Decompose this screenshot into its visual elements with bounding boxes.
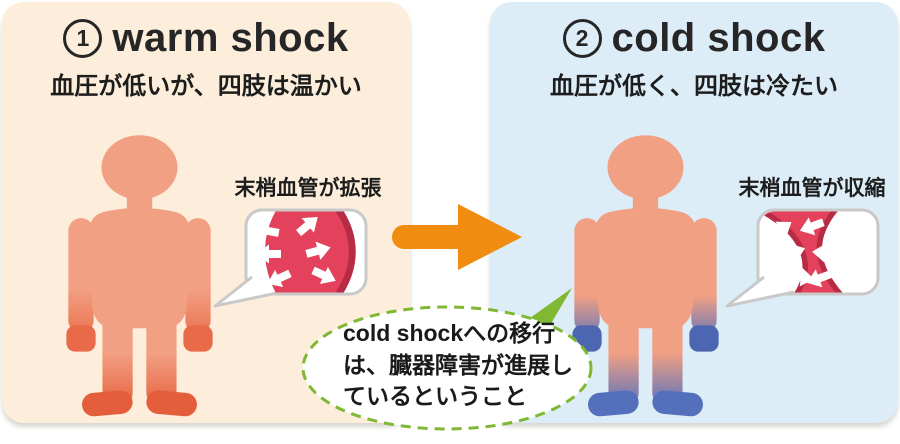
note-line-1: cold shockへの移行 [343, 320, 556, 346]
note-line-2: は、臓器障害が進展し [343, 351, 573, 378]
note-ellipse-outline [301, 305, 593, 431]
note-bubble: cold shockへの移行 は、臓器障害が進展し ているということ [299, 303, 595, 433]
cold-title-row: 2 cold shock [490, 16, 898, 61]
cold-shock-title: cold shock [611, 16, 826, 60]
transition-arrow-icon [392, 204, 522, 270]
constricted-vessel-icon [725, 208, 880, 308]
circled-number-1: 1 [63, 19, 103, 58]
warm-title-row: 1 warm shock [2, 16, 410, 61]
dilated-vessel-icon [213, 208, 368, 308]
note-text: cold shockへの移行 は、臓器障害が進展し ているということ [343, 318, 573, 413]
constricted-vessel-label: 末梢血管が収縮 [738, 177, 886, 200]
cold-body-figure-icon [572, 135, 719, 417]
warm-shock-title: warm shock [112, 16, 349, 60]
warm-shock-subtitle: 血圧が低いが、四肢は温かい [50, 73, 362, 100]
cold-shock-subtitle: 血圧が低く、四肢は冷たい [550, 73, 838, 100]
circled-number-2: 2 [562, 19, 602, 58]
warm-body-figure-icon [66, 135, 213, 417]
note-line-3: ているということ [343, 383, 527, 409]
dilated-vessel-label: 末梢血管が拡張 [234, 177, 382, 200]
